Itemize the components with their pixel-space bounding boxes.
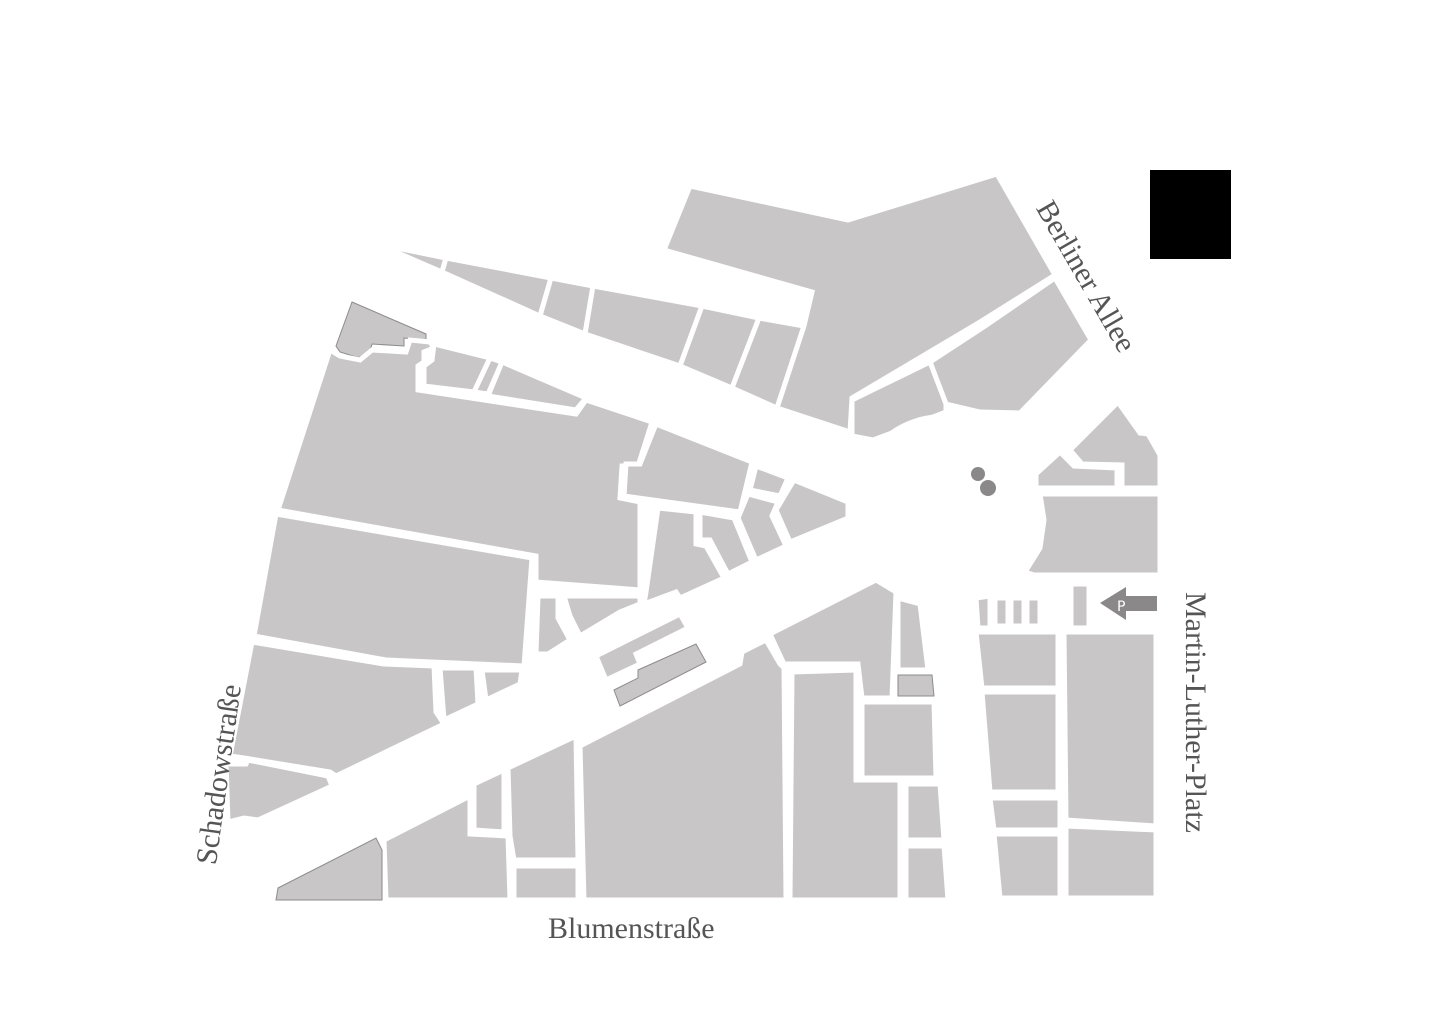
- building-block[interactable]: [381, 791, 513, 903]
- building-block[interactable]: [973, 593, 993, 631]
- building-block[interactable]: [903, 781, 947, 843]
- building-block[interactable]: [773, 476, 851, 546]
- building-block[interactable]: [577, 636, 789, 903]
- building-block[interactable]: [621, 420, 755, 515]
- building-block[interactable]: [251, 511, 535, 669]
- building-block[interactable]: [1024, 595, 1043, 629]
- building-block[interactable]: [859, 699, 939, 781]
- building-block[interactable]: [979, 689, 1061, 795]
- building-block[interactable]: [903, 843, 951, 903]
- street-label-martin-luther-platz: Martin-Luther-Platz: [1179, 592, 1212, 833]
- building-block[interactable]: [227, 639, 448, 779]
- building-block[interactable]: [640, 505, 728, 608]
- building-block[interactable]: [1068, 581, 1092, 631]
- building-block[interactable]: [533, 593, 574, 657]
- street-label-blumenstrasse: Blumenstraße: [548, 912, 715, 945]
- building-block[interactable]: [987, 795, 1063, 833]
- building-block[interactable]: [766, 577, 899, 701]
- building-block[interactable]: [735, 491, 790, 564]
- building-block[interactable]: [484, 358, 591, 413]
- building-block[interactable]: [471, 766, 507, 835]
- building-block[interactable]: [992, 595, 1011, 629]
- building-block[interactable]: [439, 255, 555, 320]
- building-block[interactable]: [223, 757, 336, 826]
- roundabout: [850, 414, 1038, 602]
- building-block[interactable]: [479, 667, 525, 704]
- building-block[interactable]: [560, 593, 643, 640]
- building-block[interactable]: [1008, 595, 1027, 629]
- building-block[interactable]: [973, 629, 1061, 691]
- building-block[interactable]: [1066, 398, 1163, 491]
- black-square-marker: [1150, 170, 1231, 259]
- building-block[interactable]: [895, 594, 931, 673]
- fountain-icon: [971, 467, 996, 496]
- building-block[interactable]: [376, 241, 450, 276]
- building-block[interactable]: [335, 301, 427, 359]
- parking-label: P: [1117, 599, 1125, 615]
- kiosk[interactable]: [613, 643, 707, 707]
- building-block[interactable]: [991, 831, 1063, 901]
- building-block[interactable]: [511, 863, 581, 903]
- building-block[interactable]: [275, 837, 383, 901]
- building-block[interactable]: [1021, 491, 1163, 578]
- kiosk[interactable]: [592, 610, 692, 684]
- building-block[interactable]: [437, 665, 481, 724]
- building-block[interactable]: [746, 462, 792, 499]
- building-block[interactable]: [697, 509, 756, 578]
- building-block[interactable]: [897, 674, 935, 697]
- building-block[interactable]: [505, 732, 581, 863]
- parking-arrow-icon[interactable]: P: [1100, 587, 1157, 620]
- building-block[interactable]: [926, 274, 1095, 416]
- building-block[interactable]: [1061, 629, 1159, 829]
- building-block[interactable]: [1033, 448, 1120, 491]
- building-block[interactable]: [1063, 823, 1159, 901]
- buildings: [223, 171, 1163, 903]
